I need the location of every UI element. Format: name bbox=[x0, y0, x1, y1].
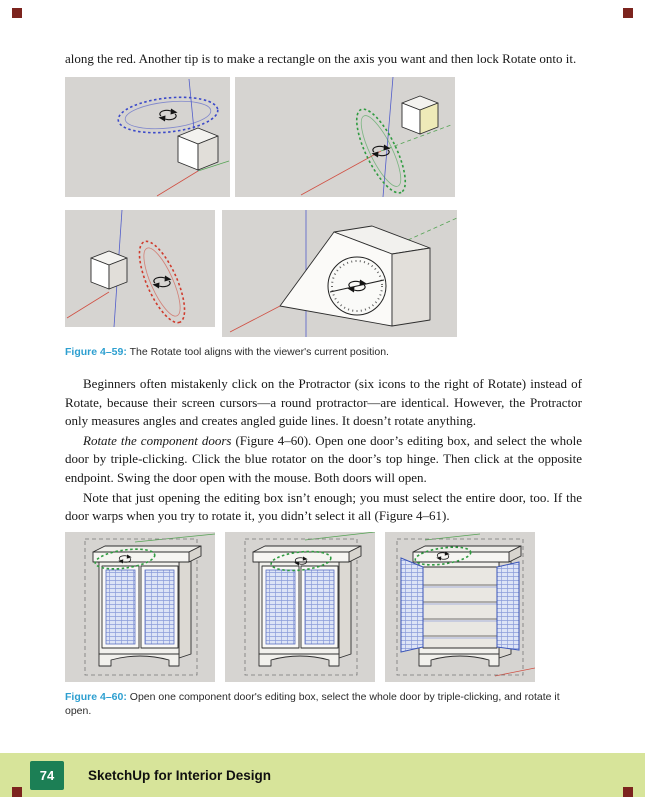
figure-4-59-caption-text: The Rotate tool aligns with the viewer's… bbox=[129, 345, 389, 358]
protractor bbox=[327, 256, 387, 316]
page-content: along the red. Another tip is to make a … bbox=[65, 50, 582, 719]
figure-4-59-screenshot-1 bbox=[65, 76, 230, 197]
book-title: SketchUp for Interior Design bbox=[88, 767, 272, 783]
cube bbox=[90, 250, 128, 290]
editing-box bbox=[244, 538, 358, 676]
figure-4-59-label: Figure 4–59: bbox=[65, 345, 127, 358]
rotate-arrows-icon bbox=[347, 279, 367, 293]
figure-4-60-caption-text: Open one component door's editing box, s… bbox=[65, 690, 560, 718]
selected-door-right bbox=[144, 569, 175, 645]
paragraph-rotate-doors: Rotate the component doors (Figure 4–60)… bbox=[65, 432, 582, 488]
figure-4-59-row-2 bbox=[65, 209, 582, 337]
figure-4-60-screenshot-2 bbox=[225, 531, 375, 682]
crop-mark-top-left bbox=[12, 8, 22, 18]
editing-box bbox=[84, 538, 198, 676]
cabinet-interior bbox=[422, 566, 498, 649]
cube bbox=[401, 95, 439, 135]
body-paragraphs: Beginners often mistakenly click on the … bbox=[65, 375, 582, 526]
figure-4-60-row bbox=[65, 531, 582, 682]
figure-4-59-row-1 bbox=[65, 76, 582, 197]
rotate-arrows-icon bbox=[158, 108, 178, 122]
figure-4-59-screenshot-4 bbox=[222, 209, 457, 337]
open-door-left bbox=[400, 557, 424, 653]
editing-box bbox=[396, 538, 524, 676]
figure-4-59-screenshot-3 bbox=[65, 209, 215, 327]
selected-door-right bbox=[304, 569, 335, 645]
paragraph-intro: along the red. Another tip is to make a … bbox=[65, 51, 577, 66]
paragraph-protractor: Beginners often mistakenly click on the … bbox=[65, 376, 582, 429]
selected-door-left bbox=[105, 569, 136, 645]
open-door-right bbox=[496, 561, 520, 651]
figure-4-60-caption: Figure 4–60: Open one component door's e… bbox=[65, 690, 582, 719]
wedge-solid bbox=[279, 225, 431, 327]
crop-mark-top-right bbox=[623, 8, 633, 18]
figure-4-59-caption: Figure 4–59: The Rotate tool aligns with… bbox=[65, 345, 582, 360]
rotate-arrows-icon bbox=[436, 551, 450, 561]
crop-mark-bottom-left bbox=[12, 787, 22, 797]
rotate-arrows-icon bbox=[118, 554, 132, 564]
cube bbox=[177, 127, 219, 171]
rotate-arrows-icon bbox=[294, 556, 308, 566]
footer-band: 74 SketchUp for Interior Design bbox=[0, 753, 645, 797]
page-number: 74 bbox=[30, 760, 64, 790]
paragraph-lead-italic: Rotate the component doors bbox=[83, 432, 232, 448]
figure-4-59-screenshot-2 bbox=[235, 76, 455, 197]
crop-mark-bottom-right bbox=[623, 787, 633, 797]
rotate-arrows-icon bbox=[371, 144, 391, 158]
figure-4-60-screenshot-3 bbox=[385, 531, 535, 682]
paragraph-note: Note that just opening the editing box i… bbox=[65, 489, 582, 524]
selected-door-left bbox=[265, 569, 296, 645]
figure-4-60-screenshot-1 bbox=[65, 531, 215, 682]
rotate-arrows-icon bbox=[152, 275, 172, 289]
paragraph-rotate-doors-rest: (Figure 4–60). Open one door’s editing b… bbox=[65, 432, 582, 486]
figure-4-60-label: Figure 4–60: bbox=[65, 690, 127, 703]
